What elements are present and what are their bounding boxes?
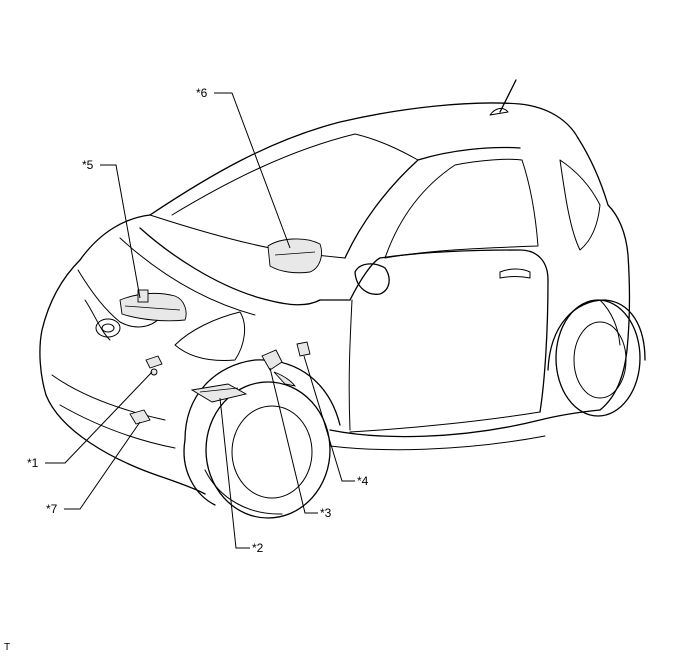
callout-6: *6 xyxy=(196,86,208,100)
leader-lines xyxy=(45,92,355,549)
callout-4: *4 xyxy=(357,474,369,488)
front-wheel xyxy=(183,359,341,519)
figure-code: T xyxy=(4,642,11,653)
callout-7: *7 xyxy=(46,502,58,516)
callout-labels: *1 *2 *3 *4 *5 *6 *7 xyxy=(27,86,369,555)
car-body xyxy=(39,79,631,495)
callout-5: *5 xyxy=(82,158,94,172)
callout-2: *2 xyxy=(252,541,264,555)
component-3-sensor xyxy=(261,349,297,387)
rear-wheel xyxy=(547,299,646,417)
component-5-cowl-assembly xyxy=(119,289,187,322)
callout-1: *1 xyxy=(27,456,39,470)
callout-3: *3 xyxy=(320,506,332,520)
component-2-ecu-plate xyxy=(190,383,248,403)
component-6-airbag-module xyxy=(267,238,322,274)
component-7-sensor xyxy=(129,409,151,425)
component-4-sensor xyxy=(296,341,311,357)
component-1-sensor xyxy=(145,355,163,376)
